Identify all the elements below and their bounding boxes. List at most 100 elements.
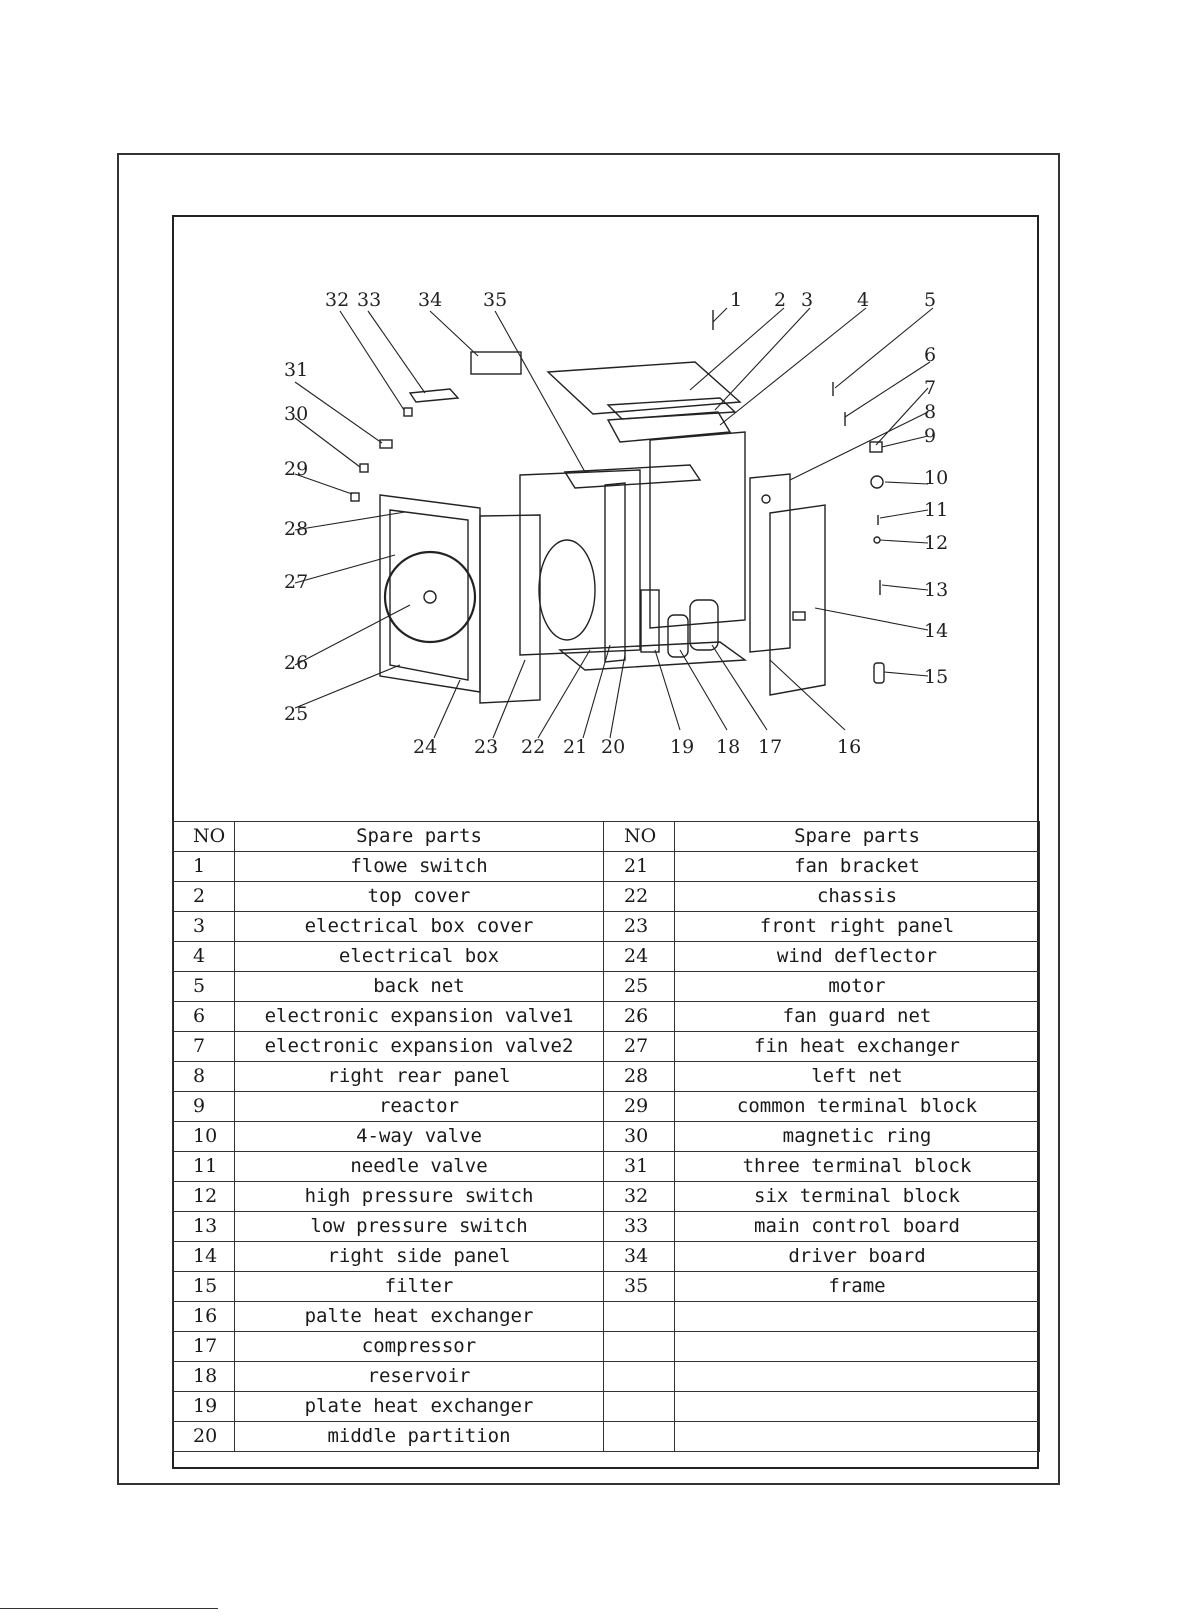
part-name-left: reactor — [234, 1091, 604, 1122]
part-number-right: 30 — [603, 1121, 675, 1152]
callout-12: 12 — [924, 532, 948, 554]
part-name-right — [674, 1391, 1040, 1422]
part-name-left: palte heat exchanger — [234, 1301, 604, 1332]
fan-guard-frame-shape — [379, 494, 481, 693]
part-name-right: main control board — [674, 1211, 1040, 1242]
driver-board-shape — [470, 351, 522, 375]
frame-shape — [519, 469, 641, 656]
part-name-right: front right panel — [674, 911, 1040, 942]
part-number-left: 20 — [172, 1421, 235, 1452]
electrical-box-shape — [606, 411, 732, 443]
fan-blade-shape — [538, 539, 596, 641]
callout-28: 28 — [284, 518, 308, 540]
part-name-left: middle partition — [234, 1421, 604, 1452]
part-name-right: left net — [674, 1061, 1040, 1092]
callout-16: 16 — [837, 736, 861, 758]
part-number-left: 7 — [172, 1031, 235, 1062]
part-number-left: 15 — [172, 1271, 235, 1302]
callout-27: 27 — [284, 571, 308, 593]
callout-20: 20 — [601, 736, 625, 758]
callout-34: 34 — [418, 289, 442, 311]
part-name-right: motor — [674, 971, 1040, 1002]
part-number-left: 17 — [172, 1331, 235, 1362]
right-side-panel-handle — [792, 611, 806, 621]
callout-32: 32 — [325, 289, 349, 311]
part-name-left: needle valve — [234, 1151, 604, 1182]
part-number-right: 32 — [603, 1181, 675, 1212]
part-name-left: electrical box — [234, 941, 604, 972]
part-name-left: top cover — [234, 881, 604, 912]
fan-guard-net-circle — [383, 550, 477, 644]
part-number-right — [603, 1361, 675, 1392]
part-number-left: 2 — [172, 881, 235, 912]
compressor-shape — [689, 599, 719, 651]
part-name-right: chassis — [674, 881, 1040, 912]
callout-35: 35 — [483, 289, 507, 311]
part-name-left: electronic expansion valve1 — [234, 1001, 604, 1032]
header-no-right: NO — [603, 821, 675, 852]
part-number-right: 23 — [603, 911, 675, 942]
fan-guard-inner-shape — [389, 509, 469, 681]
part-name-right: six terminal block — [674, 1181, 1040, 1212]
callout-21: 21 — [563, 736, 587, 758]
callout-3: 3 — [801, 289, 813, 311]
part-number-right: 21 — [603, 851, 675, 882]
part-number-right: 22 — [603, 881, 675, 912]
callout-2: 2 — [774, 289, 786, 311]
part-name-left: 4-way valve — [234, 1121, 604, 1152]
part-number-left: 1 — [172, 851, 235, 882]
common-terminal-block-shape — [350, 492, 360, 502]
plate-heat-exchanger-shape — [640, 589, 660, 653]
part-name-left: right side panel — [234, 1241, 604, 1272]
four-way-valve-shape — [870, 475, 884, 489]
callout-5: 5 — [924, 289, 936, 311]
part-number-right: 27 — [603, 1031, 675, 1062]
main-control-board-shape — [408, 388, 460, 403]
part-number-right — [603, 1331, 675, 1362]
part-name-right: magnetic ring — [674, 1121, 1040, 1152]
header-parts-left: Spare parts — [234, 821, 604, 852]
part-name-left: electronic expansion valve2 — [234, 1031, 604, 1062]
part-number-left: 13 — [172, 1211, 235, 1242]
right-rear-panel-shape — [749, 473, 791, 653]
callout-6: 6 — [924, 344, 936, 366]
callout-26: 26 — [284, 652, 308, 674]
part-name-left: plate heat exchanger — [234, 1391, 604, 1422]
part-number-right: 33 — [603, 1211, 675, 1242]
callout-11: 11 — [924, 499, 948, 521]
part-number-right: 25 — [603, 971, 675, 1002]
part-number-right: 31 — [603, 1151, 675, 1182]
part-number-left: 9 — [172, 1091, 235, 1122]
back-net-shape — [649, 431, 746, 629]
callout-18: 18 — [716, 736, 740, 758]
part-number-left: 3 — [172, 911, 235, 942]
part-name-left: right rear panel — [234, 1061, 604, 1092]
part-name-left: flowe switch — [234, 851, 604, 882]
header-no-left: NO — [172, 821, 235, 852]
part-number-left: 6 — [172, 1001, 235, 1032]
three-terminal-block-shape — [379, 439, 393, 449]
part-name-left: compressor — [234, 1331, 604, 1362]
callout-10: 10 — [924, 467, 948, 489]
callout-15: 15 — [924, 666, 948, 688]
header-parts-right: Spare parts — [674, 821, 1040, 852]
footer-rule-left — [0, 1608, 218, 1609]
outer-frame — [117, 153, 1060, 1485]
leader-lines — [294, 307, 934, 739]
part-name-left: filter — [234, 1271, 604, 1302]
